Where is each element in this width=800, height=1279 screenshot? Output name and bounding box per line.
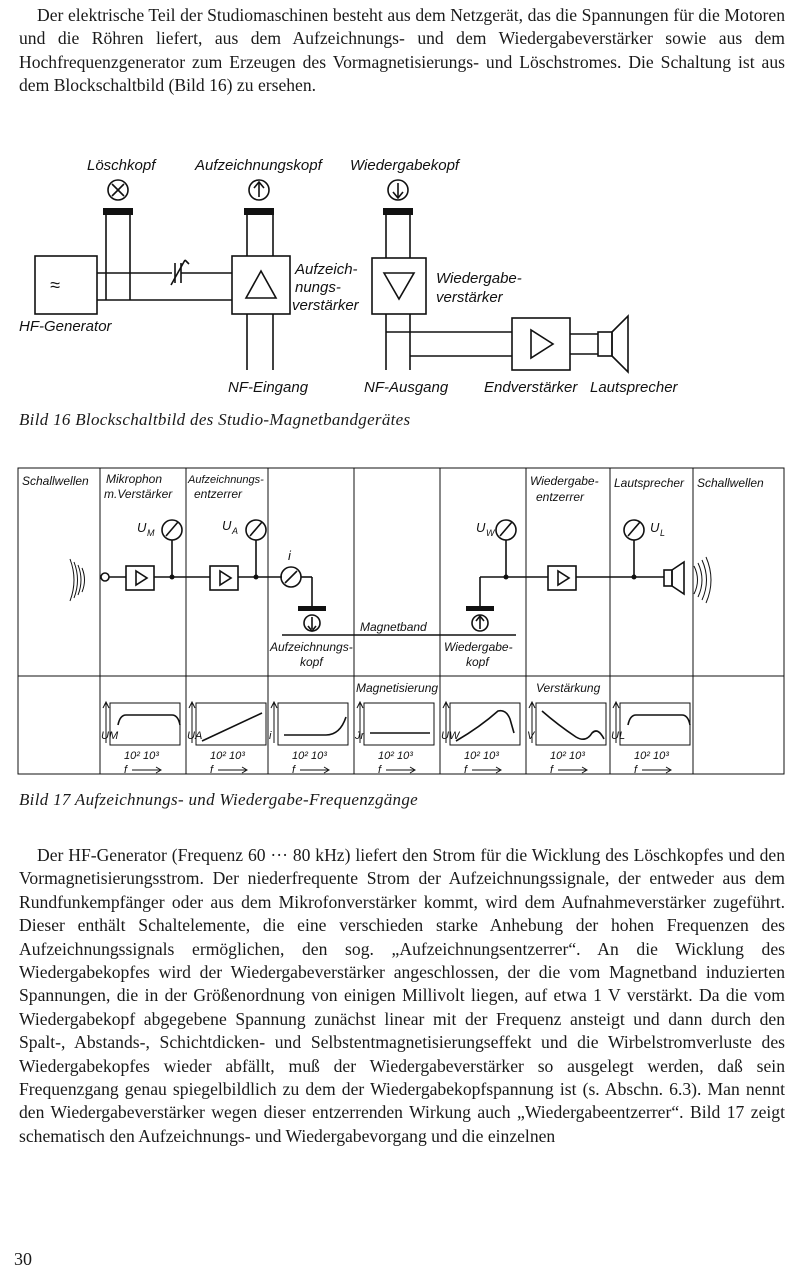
label-magnetband: Magnetband — [360, 620, 427, 634]
label-aufz-verst-1: Aufzeich- — [294, 261, 358, 278]
label-wied-verst-1: Wiedergabe- — [436, 270, 522, 287]
svg-text:Magnetisierung: Magnetisierung — [356, 681, 438, 695]
label-lautsprecher: Lautsprecher — [590, 379, 679, 396]
label-aufz-verst-3: verstärker — [292, 297, 360, 314]
frequency-graph-1: UM 10² 10³ f — [101, 700, 181, 776]
frequency-graph-7: UL 10² 10³ f — [611, 700, 691, 776]
frequency-graph-3: i 10² 10³ f — [269, 700, 349, 776]
svg-text:f: f — [378, 764, 382, 776]
svg-text:U: U — [650, 520, 660, 535]
main-paragraph: Der HF-Generator (Frequenz 60 ··· 80 kHz… — [19, 845, 785, 1146]
svg-text:f: f — [124, 764, 128, 776]
label-wiedergabekopf: Wiedergabekopf — [350, 157, 461, 174]
svg-text:f: f — [550, 764, 554, 776]
svg-text:UW: UW — [441, 730, 461, 742]
col-aufzeichnungsentzerrer-1: Aufzeichnungs- — [187, 474, 264, 486]
svg-text:i: i — [288, 548, 292, 563]
svg-text:M: M — [147, 528, 155, 538]
svg-text:UM: UM — [101, 730, 119, 742]
label-nf-ausgang: NF-Ausgang — [364, 379, 449, 396]
svg-text:10² 10³: 10² 10³ — [378, 750, 413, 762]
speaker-symbol — [597, 331, 613, 357]
svg-text:kopf: kopf — [466, 655, 490, 669]
col-wiedergabeentzerrer-2: entzerrer — [536, 490, 585, 504]
svg-text:f: f — [210, 764, 214, 776]
svg-text:U: U — [222, 518, 232, 533]
svg-text:f: f — [634, 764, 638, 776]
col-wiedergabeentzerrer-1: Wiedergabe- — [530, 474, 599, 488]
figure-16-caption: Bild 16 Blockschaltbild des Studio-Magne… — [19, 410, 411, 429]
svg-text:kopf: kopf — [300, 655, 324, 669]
svg-text:UA: UA — [187, 730, 202, 742]
wiedergabeverstaerker-box — [371, 257, 427, 315]
svg-text:≈: ≈ — [50, 275, 60, 295]
col-schallwellen-left: Schallwellen — [22, 474, 89, 488]
svg-text:Jr: Jr — [354, 730, 366, 742]
svg-text:i: i — [269, 730, 272, 742]
svg-text:U: U — [137, 520, 147, 535]
label-loeschkopf: Löschkopf — [87, 157, 157, 174]
svg-text:10² 10³: 10² 10³ — [634, 750, 669, 762]
svg-text:10² 10³: 10² 10³ — [464, 750, 499, 762]
frequency-graph-6: V 10² 10³ f — [527, 700, 607, 776]
figure-16-block-diagram: Löschkopf Aufzeichnungskopf Wiedergabeko… — [19, 157, 679, 396]
playback-head-symbol — [387, 179, 409, 201]
svg-text:f: f — [464, 764, 468, 776]
col-lautsprecher: Lautsprecher — [614, 476, 685, 490]
label-wied-verst-2: verstärker — [436, 289, 504, 306]
svg-text:UL: UL — [611, 730, 625, 742]
figure-17-caption: Bild 17 Aufzeichnungs- und Wiedergabe-Fr… — [19, 790, 418, 809]
figure-17-frequency-response: Schallwellen Mikrophon m.Verstärker Aufz… — [17, 467, 785, 776]
col-mikrophon-2: m.Verstärker — [104, 487, 173, 501]
frequency-graph-2: UA 10² 10³ f — [187, 700, 267, 776]
aufzeichnungsverstaerker-box — [231, 255, 291, 315]
svg-text:Wiedergabe-: Wiedergabe- — [444, 640, 513, 654]
svg-text:L: L — [660, 528, 665, 538]
svg-text:W: W — [486, 528, 496, 538]
svg-text:V: V — [527, 730, 536, 742]
erase-head-symbol — [107, 179, 129, 201]
label-aufzeichnungskopf: Aufzeichnungskopf — [194, 157, 324, 174]
svg-text:10² 10³: 10² 10³ — [550, 750, 585, 762]
label-endverstaerker: Endverstärker — [484, 379, 578, 396]
endverstaerker-box — [511, 317, 571, 371]
label-hf-generator: HF-Generator — [19, 318, 113, 335]
col-mikrophon-1: Mikrophon — [106, 472, 162, 486]
svg-text:10² 10³: 10² 10³ — [292, 750, 327, 762]
svg-text:A: A — [231, 526, 238, 536]
svg-text:Aufzeichnungs-: Aufzeichnungs- — [269, 640, 353, 654]
page-number: 30 — [14, 1249, 32, 1269]
record-head-symbol — [248, 179, 270, 201]
intro-paragraph: Der elektrische Teil der Studiomaschinen… — [19, 5, 785, 96]
col-aufzeichnungsentzerrer-2: entzerrer — [194, 487, 243, 501]
svg-text:U: U — [476, 520, 486, 535]
col-schallwellen-right: Schallwellen — [697, 476, 764, 490]
hf-generator-box — [34, 255, 98, 315]
svg-text:Verstärkung: Verstärkung — [536, 681, 601, 695]
svg-text:10² 10³: 10² 10³ — [124, 750, 159, 762]
svg-text:f: f — [292, 764, 296, 776]
svg-text:10² 10³: 10² 10³ — [210, 750, 245, 762]
label-nf-eingang: NF-Eingang — [228, 379, 309, 396]
frequency-graph-4: Jr 10² 10³ f — [354, 700, 435, 776]
label-aufz-verst-2: nungs- — [295, 279, 341, 296]
